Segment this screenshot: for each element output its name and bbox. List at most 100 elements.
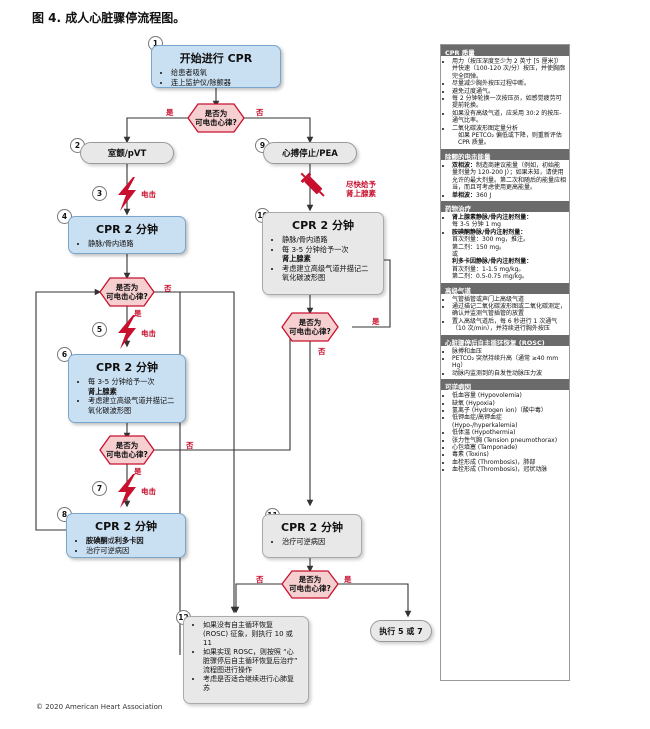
panel-text: 第二剂：150 mg。 (452, 243, 506, 251)
panel-item: 血栓形成 (Thrombosis)，冠状动脉 (452, 466, 566, 473)
cpr-box-item: 治疗可逆病因 (86, 546, 177, 556)
asystole-pea-box: 心搏停止/PEA (263, 142, 357, 164)
decision-line: 可电击心律? (289, 584, 331, 593)
start-cpr-title: 开始进行 CPR (179, 52, 253, 65)
panel-text: 制造商建议能量（例如，初始能量剂量为 120-200 J）；如果未知，请使用允许… (452, 161, 567, 192)
panel-item: 缺氧 (Hypoxia) (452, 400, 566, 407)
step-number-7: 7 (92, 481, 107, 496)
panel-section-shock-energy: 双相波：制造商建议能量（例如，初始能量剂量为 120-200 J）；如果未知，请… (441, 160, 569, 201)
drug-or: 或 (107, 536, 115, 545)
panel-item: 氢离子 (Hydrogen ion)（酸中毒） (452, 407, 566, 414)
panel-heading-advanced-airway: 高级气道 (441, 282, 569, 295)
panel-item: 脉搏和血压 (452, 348, 566, 355)
rosc-item: 考虑是否适合继续进行心肺复苏 (203, 675, 300, 693)
decision-shockable-1: 是否为 可电击心律? (190, 109, 242, 127)
panel-item: 双相波：制造商建议能量（例如，初始能量剂量为 120-200 J）；如果未知，请… (452, 162, 566, 192)
cpr-box-item-drug: 肾上腺素 (88, 386, 117, 396)
no-label: 否 (164, 284, 172, 293)
decision-shockable-5: 是否为 可电击心律? (284, 575, 336, 593)
panel-item: 避免过度通气。 (452, 88, 566, 95)
panel-section-rosc: 脉搏和血压 PETCO₂ 突然持续升高（通常 ≥40 mm Hg） 动脉内监测到… (441, 346, 569, 380)
panel-section-advanced-airway: 气管插管或声门上高级气道 通过描记二氧化碳波形图或二氧化碳测定，确认并监测气管插… (441, 294, 569, 335)
panel-section-drug-therapy: 肾上腺素静脉/骨内注射剂量：每 3-5 分钟 1 mg 胺碘酮静脉/骨内注射剂量… (441, 212, 569, 283)
decision-line: 是否为 (115, 441, 139, 450)
panel-item: 毒素 (Toxins) (452, 451, 566, 458)
cpr-box-title: CPR 2 分钟 (96, 223, 158, 236)
step-number-3: 3 (92, 186, 107, 201)
panel-item: 置入高级气道后，每 6 秒进行 1 次通气（10 次/min），并持续进行胸外按… (452, 318, 566, 333)
no-label: 否 (186, 441, 194, 450)
panel-item: PETCO₂ 突然持续升高（通常 ≥40 mm Hg） (452, 355, 566, 370)
start-cpr-box: 开始进行 CPR 给患者吸氧 连上监护仪/除颤器 (151, 45, 281, 88)
panel-text: 首次剂量：1-1.5 mg/kg。 (452, 265, 525, 273)
panel-heading-rosc: 心脏骤停后自主循环恢复 (ROSC) (441, 334, 569, 347)
panel-heading-shock-energy: 除颤的电击能量 (441, 148, 569, 161)
panel-text: 首次剂量：300 mg，推注。 (452, 236, 530, 244)
panel-text: 第二剂：0.5-0.75 mg/kg。 (452, 273, 528, 281)
panel-item: 血栓形成 (Thrombosis)，肺部 (452, 459, 566, 466)
shock-label: 电击 (141, 190, 156, 199)
rosc-item: 如果实现 ROSC，则按照 “心脏骤停后自主循环恢复后治疗” 流程图进行操作 (203, 648, 300, 675)
panel-item: 二氧化碳波形图定量分析 (452, 125, 566, 132)
panel-item: 通过描记二氧化碳波形图或二氧化碳测定，确认并监测气管插管的放置 (452, 303, 566, 318)
panel-item: 动脉内监测到的自发性动脉压力波 (452, 370, 566, 377)
panel-section-cpr-quality: 用力（按压深度至少为 2 英寸 [5 厘米]）并快速（100-120 次/分）按… (441, 56, 569, 149)
panel-item: 单相波：360 J (452, 192, 566, 199)
cpr-box-item: 静脉/骨内通路 (282, 235, 375, 245)
epi-line: 尽快给予 (346, 180, 376, 189)
decision-shockable-3: 是否为 可电击心律? (101, 441, 153, 459)
panel-item: 胺碘酮静脉/骨内注射剂量：首次剂量：300 mg，推注。第二剂：150 mg。或… (452, 229, 566, 281)
panel-term: 胺碘酮静脉/骨内注射剂量： (452, 228, 527, 236)
panel-term: 单相波： (452, 191, 477, 199)
cpr-box-item-text: 每 3-5 分钟给予一次 (282, 244, 349, 254)
panel-item: 肾上腺素静脉/骨内注射剂量：每 3-5 分钟 1 mg (452, 214, 566, 229)
panel-subitem: 如果 PETCO₂ 偏低或下降，则重新评估 CPR 质量。 (458, 132, 562, 147)
epi-line: 肾上腺素 (346, 189, 376, 198)
panel-item: 心包填塞 (Tamponade) (452, 444, 566, 451)
cpr-box-item: 胺碘酮或利多卡因 (86, 536, 177, 546)
decision-shockable-2: 是否为 可电击心律? (101, 283, 153, 301)
rosc-item: 如果没有自主循环恢复 (ROSC) 征象，则执行 10 或 11 (203, 621, 300, 648)
no-label: 否 (256, 108, 264, 117)
panel-text: 360 J (476, 191, 492, 199)
yes-label: 是 (134, 309, 142, 318)
panel-section-reversible-causes: 低血容量 (Hypovolemia) 缺氧 (Hypoxia) 氢离子 (Hyd… (441, 390, 569, 475)
cpr-box-item-text: 每 3-5 分钟给予一次 (88, 377, 155, 386)
cpr-box-4: CPR 2 分钟 静脉/骨内通路 (68, 216, 186, 254)
cpr-box-title: CPR 2 分钟 (95, 520, 157, 533)
yes-label: 是 (372, 317, 380, 326)
panel-heading-reversible-causes: 可逆病因 (441, 379, 569, 391)
shock-bolt-icon (118, 177, 136, 211)
yes-label: 是 (166, 108, 174, 117)
cpr-box-11: CPR 2 分钟 治疗可逆病因 (262, 514, 362, 558)
no-label: 否 (256, 575, 264, 584)
cpr-box-title: CPR 2 分钟 (292, 219, 354, 232)
panel-term: 利多卡因静脉/骨内注射剂量： (452, 258, 533, 266)
panel-item: 低体温 (Hypothermia) (452, 429, 566, 436)
decision-line: 可电击心律? (106, 292, 148, 301)
panel-item: 如果没有高级气道，应采用 30:2 的按压-通气比率。 (452, 110, 566, 125)
drug-lidocaine: 利多卡因 (114, 536, 144, 545)
decision-line: 可电击心律? (289, 327, 331, 336)
step-number-5: 5 (92, 322, 107, 337)
rosc-check-box: 如果没有自主循环恢复 (ROSC) 征象，则执行 10 或 11 如果实现 RO… (183, 616, 309, 704)
reference-panel: CPR 质量 用力（按压深度至少为 2 英寸 [5 厘米]）并快速（100-12… (440, 44, 570, 681)
shock-bolt-icon (118, 474, 136, 508)
panel-item: 气管插管或声门上高级气道 (452, 296, 566, 303)
cpr-box-title: CPR 2 分钟 (96, 361, 158, 374)
panel-heading-cpr-quality: CPR 质量 (441, 45, 569, 57)
decision-line: 是否为 (115, 283, 139, 292)
panel-item: 用力（按压深度至少为 2 英寸 [5 厘米]）并快速（100-120 次/分）按… (452, 58, 566, 80)
shock-bolt-icon (118, 315, 136, 349)
panel-term: 肾上腺素静脉/骨内注射剂量： (452, 213, 533, 221)
goto-5-or-7-box: 执行 5 或 7 (370, 620, 432, 642)
decision-shockable-4: 是否为 可电击心律? (284, 318, 336, 336)
syringe-icon (300, 172, 325, 197)
copyright-footer: © 2020 American Heart Association (36, 703, 163, 711)
cpr-box-item-drug: 肾上腺素 (282, 254, 311, 263)
